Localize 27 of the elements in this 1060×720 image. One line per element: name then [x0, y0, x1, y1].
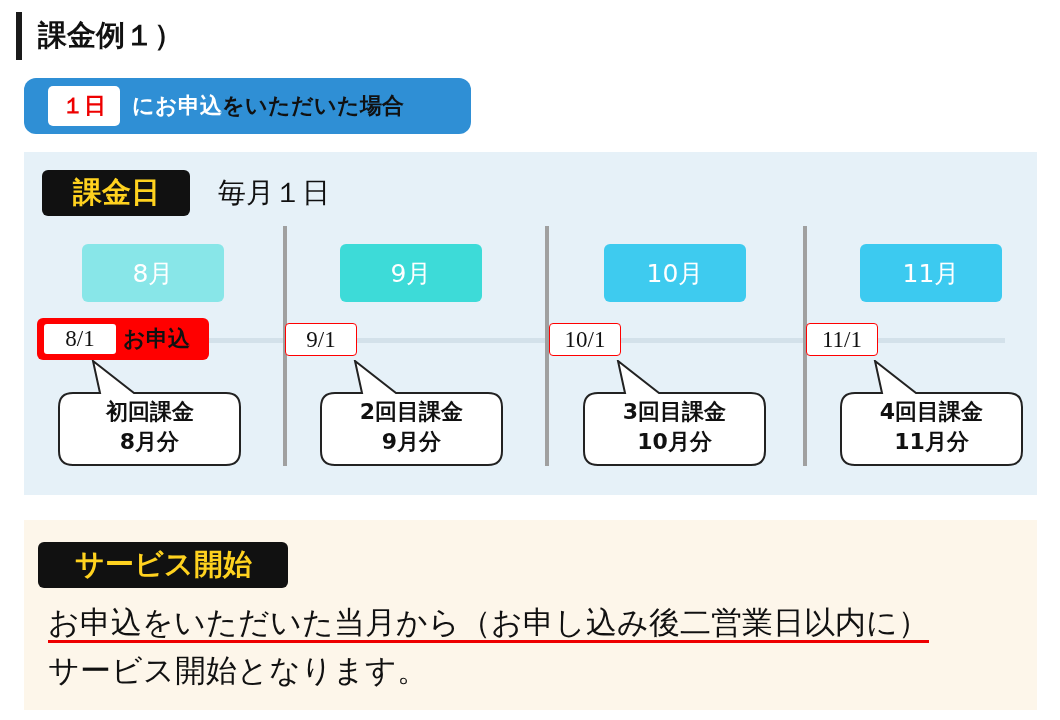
day-box: １日 [48, 86, 120, 126]
month-box: 10月 [604, 244, 746, 302]
billing-day-badge: 課金日 [42, 170, 190, 216]
month-box: 9月 [340, 244, 482, 302]
billing-note: 3回目課金 10月分 [621, 398, 728, 456]
date-box: 11/1 [806, 323, 878, 356]
billing-note: 2回目課金 9月分 [358, 398, 465, 456]
billing-day-text: 毎月１日 [218, 175, 330, 211]
title: 課金例１） [38, 17, 183, 54]
date-box: 9/1 [285, 323, 357, 356]
speech-bubble [583, 360, 766, 466]
service-panel [24, 520, 1037, 710]
billing-note: 初回課金 8月分 [104, 398, 195, 456]
speech-bubble [58, 360, 241, 466]
service-start-badge: サービス開始 [38, 542, 288, 588]
billing-note: 4回目課金 11月分 [878, 398, 985, 456]
month-box: 11月 [860, 244, 1002, 302]
speech-bubble [840, 360, 1023, 466]
application-text: お申込 [123, 325, 190, 353]
date-box: 8/1 [44, 324, 116, 354]
month-box: 8月 [82, 244, 224, 302]
application-box [37, 318, 209, 360]
timeline-panel [24, 152, 1037, 495]
speech-bubble [320, 360, 503, 466]
date-box: 10/1 [549, 323, 621, 356]
banner-text: にお申込をいただいた場合 [132, 92, 404, 120]
condition-banner [24, 78, 471, 134]
